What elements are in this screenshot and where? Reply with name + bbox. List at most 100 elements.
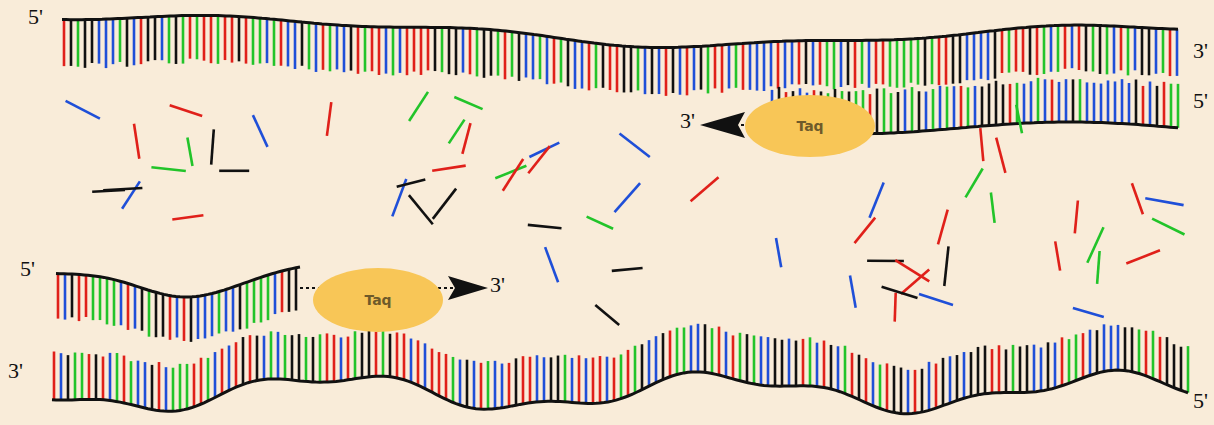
- free-nucleotide: [938, 210, 948, 245]
- nucleotide-base: [466, 360, 469, 407]
- nucleotide-base: [375, 332, 378, 377]
- nucleotide-base: [826, 40, 829, 86]
- nucleotide-base: [833, 40, 836, 89]
- nucleotide-base: [571, 358, 574, 402]
- nucleotide-base: [980, 32, 983, 79]
- nucleotide-base: [732, 335, 735, 378]
- nucleotide-base: [1047, 342, 1050, 389]
- nucleotide-base: [182, 16, 185, 64]
- nucleotide-base: [315, 23, 318, 72]
- nucleotide-base: [287, 21, 290, 67]
- free-nucleotide: [545, 247, 558, 282]
- nucleotide-base: [253, 280, 256, 323]
- nucleotide-base: [130, 361, 133, 404]
- nucleotide-base: [1029, 27, 1032, 75]
- nucleotide-base: [364, 27, 367, 72]
- free-nucleotide: [433, 189, 456, 219]
- nucleotide-base: [204, 295, 207, 338]
- nucleotide-base: [378, 27, 381, 75]
- nucleotide-base: [616, 46, 619, 93]
- nucleotide-base: [112, 19, 115, 64]
- free-nucleotide: [850, 275, 856, 307]
- nucleotide-base: [627, 350, 630, 396]
- nucleotide-base: [403, 334, 406, 380]
- nucleotide-base: [417, 340, 420, 385]
- free-nucleotide: [587, 217, 614, 229]
- nucleotide-base: [1043, 26, 1046, 74]
- nucleotide-base: [134, 286, 137, 329]
- nucleotide-base: [1092, 25, 1095, 71]
- nucleotide-base: [865, 358, 868, 403]
- template-backbone: [62, 15, 1178, 47]
- arrowhead: [700, 112, 745, 138]
- nucleotide-base: [245, 17, 248, 64]
- nucleotide-base: [1072, 79, 1075, 122]
- nucleotide-base: [1026, 345, 1029, 392]
- nucleotide-base: [641, 344, 644, 389]
- nucleotide-base: [106, 278, 109, 324]
- nucleotide-base: [987, 31, 990, 80]
- nucleotide-base: [211, 294, 214, 337]
- free-nucleotide: [944, 246, 948, 286]
- nucleotide-base: [1015, 28, 1018, 71]
- nucleotide-base: [1138, 329, 1141, 373]
- nucleotide-base: [567, 39, 570, 86]
- nucleotide-base: [176, 296, 179, 337]
- nucleotide-base: [746, 334, 749, 382]
- nucleotide-base: [911, 87, 914, 132]
- enzyme-label: Taq: [364, 292, 391, 308]
- nucleotide-base: [294, 21, 297, 69]
- free-nucleotide: [103, 188, 142, 190]
- nucleotide-base: [270, 331, 273, 379]
- nucleotide-base: [805, 41, 808, 84]
- nucleotide-base: [546, 36, 549, 84]
- nucleotide-base: [1114, 81, 1117, 123]
- nucleotide-base: [1001, 30, 1004, 73]
- nucleotide-base: [816, 343, 819, 387]
- nucleotide-base: [557, 356, 560, 402]
- nucleotide-base: [277, 332, 280, 379]
- nucleotide-base: [256, 336, 259, 381]
- nucleotide-base: [193, 364, 196, 407]
- nucleotide-base: [218, 292, 221, 334]
- free-nucleotide: [1097, 251, 1100, 284]
- nucleotide-base: [858, 355, 861, 400]
- free-nucleotide: [122, 181, 140, 208]
- nucleotide-base: [120, 281, 123, 325]
- nucleotide-base: [791, 41, 794, 84]
- strand-end-label: 5': [1193, 90, 1208, 112]
- nucleotide-base: [84, 20, 87, 68]
- nucleotide-base: [1134, 27, 1137, 70]
- nucleotide-base: [830, 345, 833, 389]
- nucleotide-base: [907, 370, 910, 414]
- free-nucleotide: [1145, 198, 1183, 205]
- nucleotide-base: [469, 28, 472, 74]
- nucleotide-base: [357, 26, 360, 74]
- nucleotide-base: [452, 357, 455, 402]
- nucleotide-base: [932, 89, 935, 130]
- nucleotide-base: [522, 356, 525, 404]
- nucleotide-base: [210, 15, 213, 63]
- nucleotide-base: [340, 337, 343, 380]
- nucleotide-base: [634, 346, 637, 393]
- nucleotide-base: [127, 284, 130, 330]
- free-nucleotide: [595, 305, 619, 325]
- nucleotide-base: [140, 17, 143, 64]
- nucleotide-base: [77, 20, 80, 67]
- nucleotide-base: [165, 367, 168, 411]
- nucleotide-base: [935, 364, 938, 409]
- nucleotide-base: [966, 34, 969, 80]
- nucleotide-base: [305, 337, 308, 381]
- nucleotide-base: [389, 334, 392, 377]
- nucleotide-base: [861, 40, 864, 84]
- arrowhead: [448, 276, 488, 300]
- nucleotide-base: [368, 329, 371, 377]
- nucleotide-base: [126, 18, 129, 67]
- nucleotide-base: [473, 361, 476, 409]
- nucleotide-base: [1117, 325, 1120, 370]
- nucleotide-base: [693, 47, 696, 91]
- nucleotide-base: [347, 337, 350, 380]
- nucleotide-base: [168, 16, 171, 63]
- nucleotide-base: [1103, 324, 1106, 371]
- nucleotide-base: [266, 19, 269, 63]
